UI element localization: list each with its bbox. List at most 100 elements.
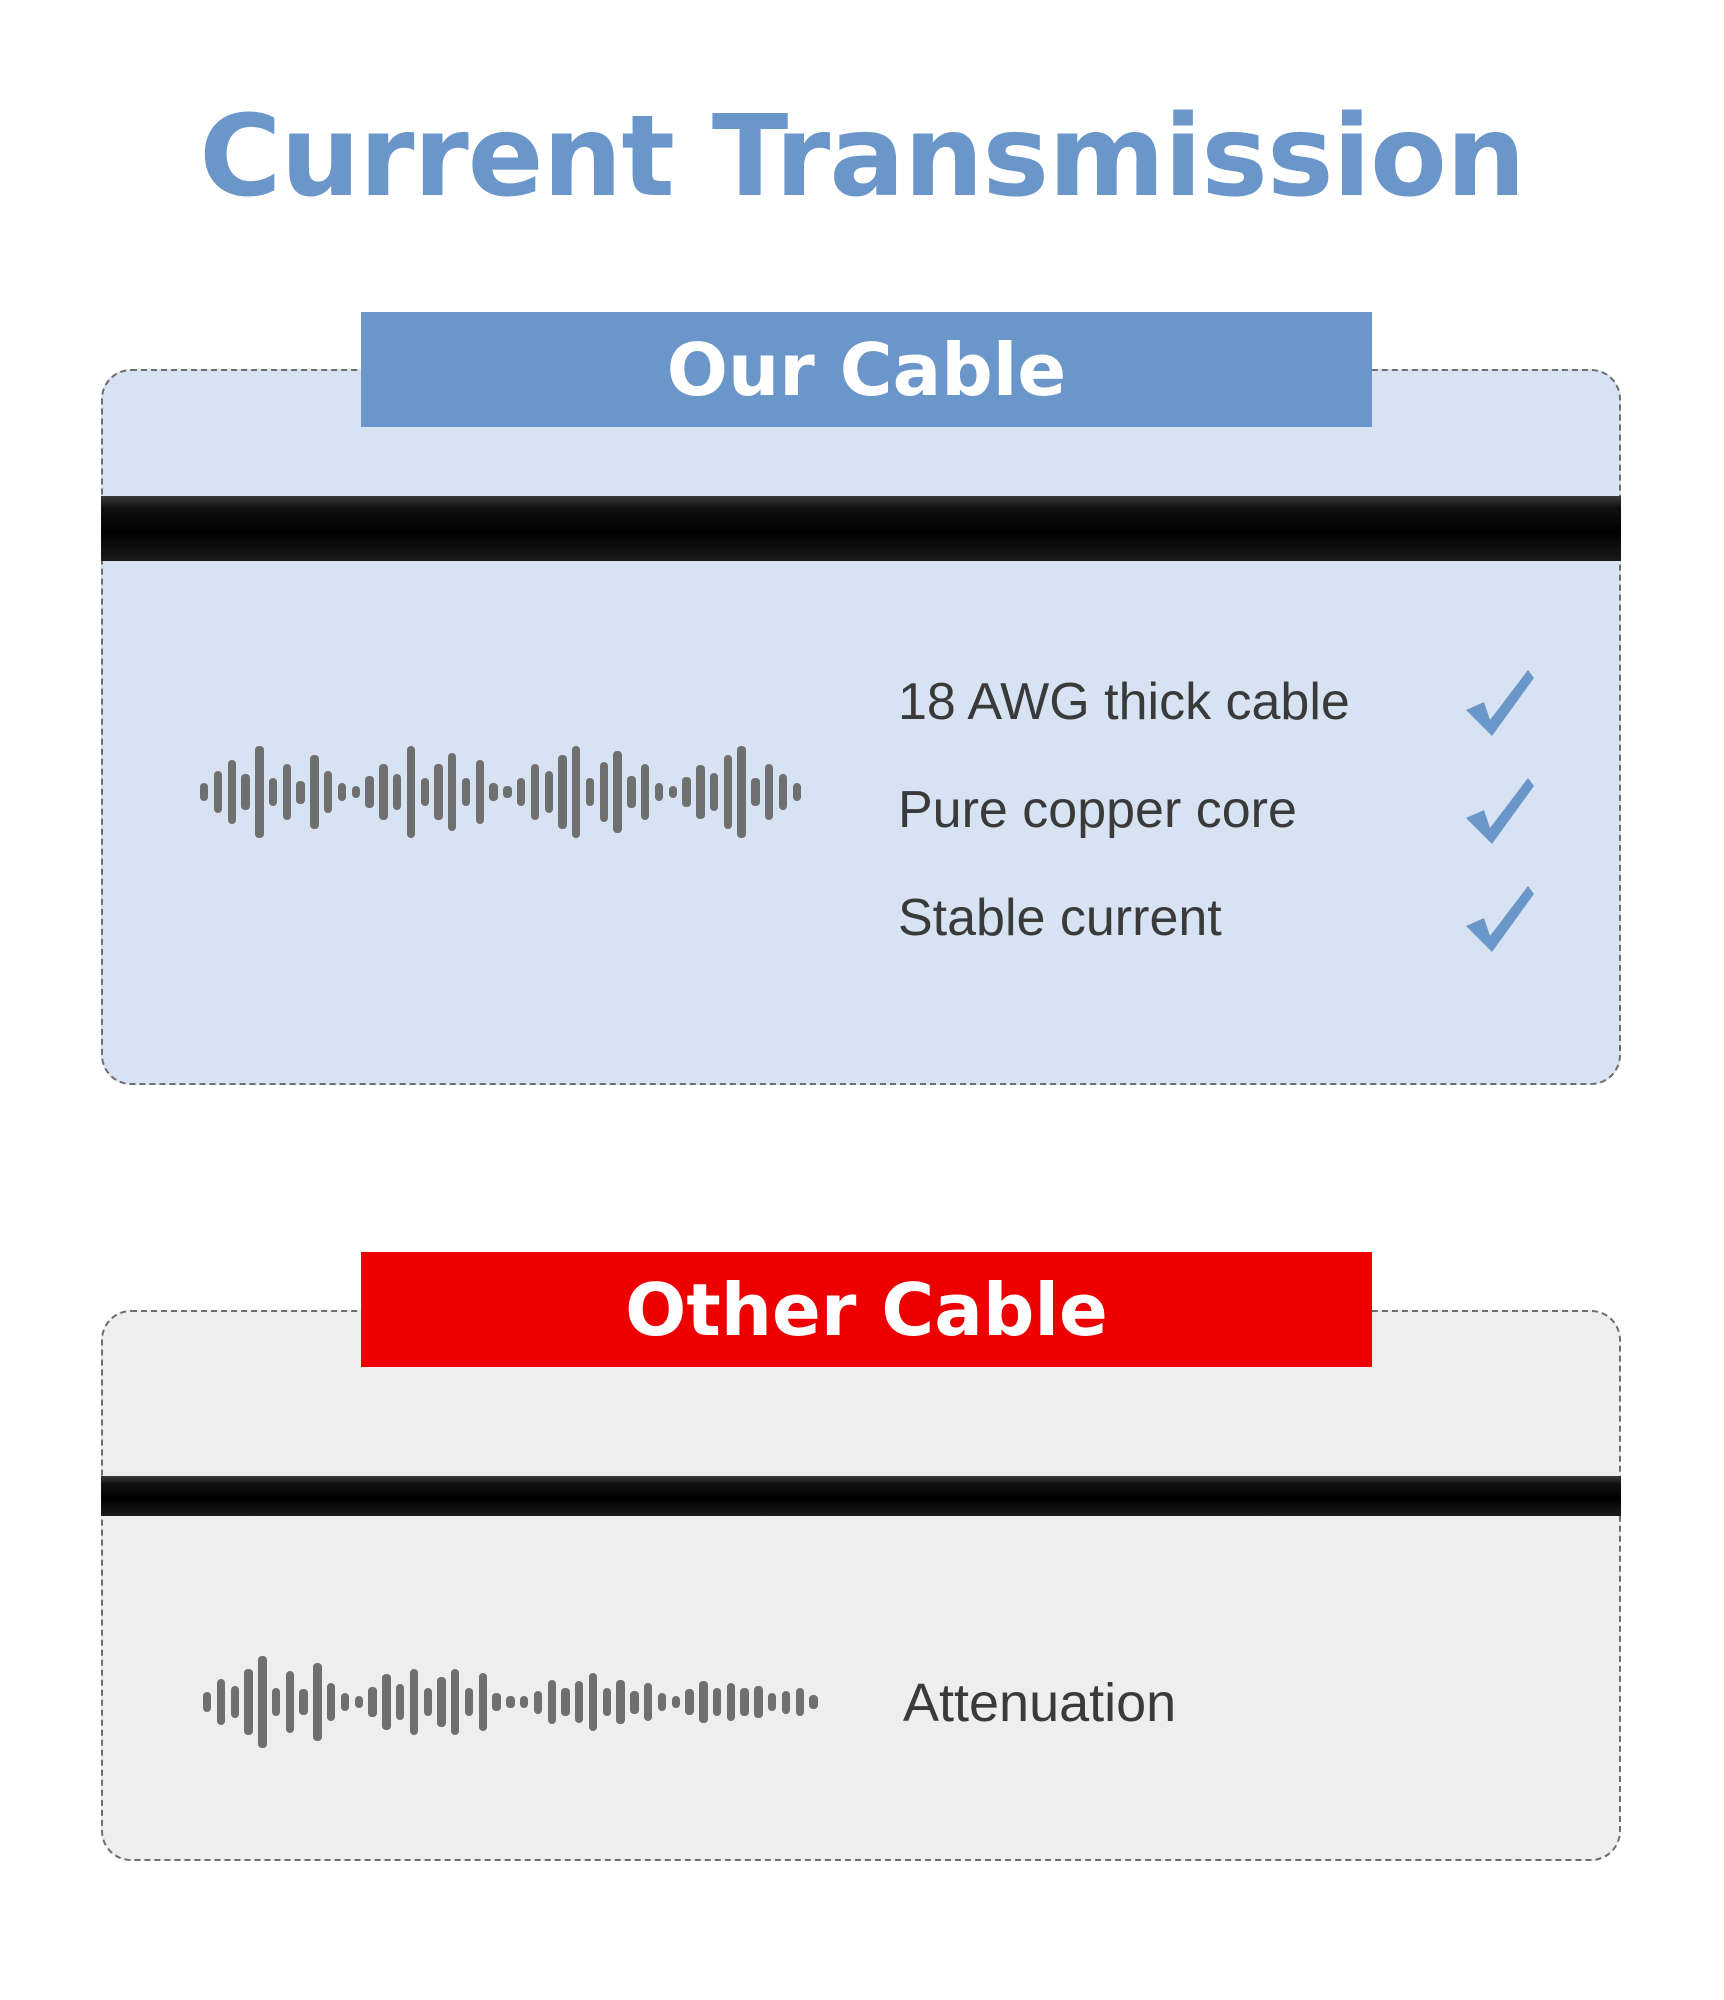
waveform-bar	[244, 1668, 253, 1736]
waveform-bar	[337, 782, 347, 802]
waveform-bar	[313, 1662, 322, 1742]
waveform-bar	[668, 786, 677, 798]
waveform-bar	[585, 778, 595, 806]
waveform-bar	[492, 1692, 501, 1712]
waveform-bar	[572, 746, 581, 838]
waveform-bar	[547, 1679, 556, 1725]
waveform-bar	[448, 752, 457, 832]
waveform-bar	[723, 755, 733, 829]
waveform-bar	[561, 1688, 570, 1716]
waveform-bar	[740, 1688, 749, 1716]
waveform-bar	[475, 759, 485, 825]
waveform-bar	[558, 755, 567, 829]
waveform-bar	[768, 1692, 777, 1712]
waveform-bar	[324, 771, 333, 813]
waveform-bar	[627, 775, 636, 809]
waveform-bar	[241, 773, 250, 811]
check-icon	[1466, 670, 1534, 736]
waveform-bar	[464, 1688, 474, 1716]
waveform-bar	[392, 773, 402, 811]
feature-item: Stable current	[898, 864, 1538, 972]
waveform-bar	[409, 1668, 419, 1736]
waveform-bar	[712, 1688, 722, 1716]
waveform-bar	[696, 765, 705, 819]
attenuated-signal-waveform	[203, 1656, 818, 1748]
other-cable-tab: Other Cable	[361, 1252, 1372, 1367]
waveform-bar	[533, 1690, 543, 1714]
waveform-bar	[737, 746, 746, 838]
waveform-bar	[423, 1688, 432, 1716]
waveform-bar	[588, 1673, 598, 1731]
waveform-bar	[781, 1690, 791, 1714]
waveform-bar	[809, 1695, 818, 1709]
waveform-bar	[641, 764, 650, 820]
our-cable-panel	[101, 369, 1621, 1085]
attenuation-label: Attenuation	[903, 1673, 1177, 1733]
waveform-bar	[671, 1696, 680, 1708]
thick-cable-graphic	[101, 496, 1621, 561]
waveform-bar	[200, 782, 209, 802]
waveform-bar	[382, 1674, 391, 1730]
waveform-bar	[506, 1695, 515, 1709]
waveform-bar	[406, 746, 416, 838]
waveform-bar	[602, 1688, 612, 1716]
waveform-bar	[765, 764, 774, 820]
our-cable-tab: Our Cable	[361, 312, 1372, 427]
waveform-bar	[519, 1696, 529, 1708]
waveform-bar	[365, 775, 374, 809]
waveform-bar	[379, 764, 388, 820]
waveform-bar	[395, 1683, 405, 1721]
waveform-bar	[434, 764, 443, 820]
check-icon	[1466, 886, 1534, 952]
waveform-bar	[516, 778, 526, 806]
waveform-bar	[599, 762, 609, 822]
waveform-bar	[754, 1685, 763, 1719]
waveform-bar	[575, 1681, 584, 1723]
waveform-bar	[544, 771, 553, 813]
waveform-bar	[682, 777, 691, 807]
waveform-bar	[368, 1687, 377, 1717]
waveform-bar	[420, 778, 429, 806]
waveform-bar	[299, 1689, 308, 1715]
waveform-bar	[296, 780, 305, 804]
waveform-bar	[644, 1682, 653, 1722]
waveform-bar	[530, 764, 540, 820]
feature-list: 18 AWG thick cable Pure copper core Stab…	[898, 648, 1538, 972]
waveform-bar	[792, 782, 801, 802]
waveform-bar	[616, 1679, 625, 1725]
waveform-bar	[354, 1696, 363, 1708]
page-title: Current Transmission	[199, 92, 1525, 222]
check-icon	[1466, 778, 1534, 844]
waveform-bar	[255, 746, 264, 838]
feature-label: Pure copper core	[898, 781, 1297, 839]
thin-cable-graphic	[101, 1476, 1621, 1516]
waveform-bar	[751, 778, 760, 806]
feature-label: 18 AWG thick cable	[898, 673, 1350, 731]
waveform-bar	[685, 1689, 694, 1715]
waveform-bar	[489, 782, 498, 802]
waveform-bar	[213, 771, 223, 813]
feature-label: Stable current	[898, 889, 1222, 947]
waveform-bar	[285, 1670, 295, 1734]
other-cable-panel	[101, 1310, 1621, 1861]
waveform-bar	[258, 1656, 267, 1748]
waveform-bar	[340, 1692, 350, 1712]
waveform-bar	[230, 1685, 239, 1719]
waveform-bar	[437, 1676, 446, 1728]
waveform-bar	[613, 750, 622, 834]
waveform-bar	[227, 759, 236, 825]
waveform-bar	[630, 1690, 639, 1714]
waveform-bar	[351, 786, 360, 798]
waveform-bar	[271, 1688, 281, 1716]
waveform-bar	[268, 778, 278, 806]
waveform-bar	[657, 1692, 667, 1712]
feature-item: 18 AWG thick cable	[898, 648, 1538, 756]
waveform-bar	[699, 1681, 708, 1723]
waveform-bar	[709, 772, 719, 812]
waveform-bar	[795, 1688, 804, 1716]
waveform-bar	[778, 773, 788, 811]
waveform-bar	[327, 1682, 336, 1722]
waveform-bar	[478, 1673, 488, 1731]
waveform-bar	[503, 786, 512, 798]
waveform-bar	[282, 764, 292, 820]
